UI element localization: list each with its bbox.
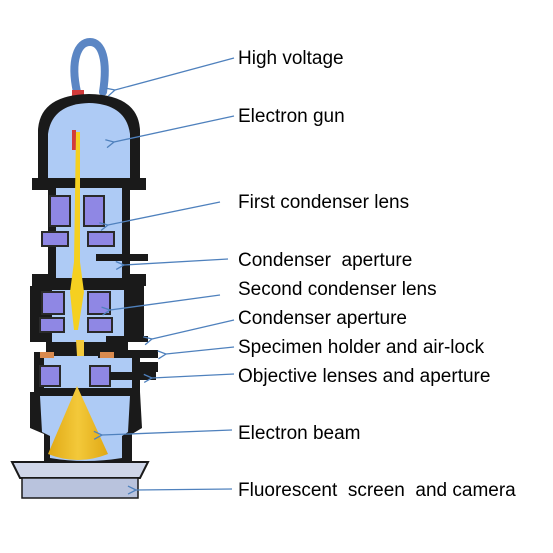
label-first-condenser-lens: First condenser lens [238,192,409,213]
first-condenser-coil-left [49,195,71,227]
electron-beam-lower [76,340,84,356]
label-high-voltage: High voltage [238,48,344,69]
label-fluorescent-screen: Fluorescent screen and camera [238,480,516,501]
label-objective-lenses: Objective lenses and aperture [238,366,490,387]
first-condenser-pole-left [41,231,69,247]
screen-plate [21,477,139,499]
arrow-specimen-holder [166,346,235,354]
arrow-condenser-aperture-2 [152,319,235,339]
label-electron-gun: Electron gun [238,106,345,127]
arrow-fluorescent-screen [136,489,233,490]
electron-gun-interior [48,103,130,180]
first-condenser-coil-right [83,195,105,227]
electron-beam-cone [48,386,108,460]
electron-beam-upper [70,132,84,330]
arrow-objective-lenses [152,373,235,378]
cable-connector [72,90,84,96]
label-condenser-aperture-1: Condenser aperture [238,250,412,271]
microscope-column [10,37,158,499]
arrow-first-condenser-lens [108,201,221,225]
condenser-aperture-2-rod [106,336,148,342]
objective-coil-left [39,365,61,387]
component-labels: High voltage Electron gun First condense… [238,48,516,501]
filament [72,130,76,150]
screen-base [10,461,150,479]
specimen-holder-accent [40,352,54,358]
arrow-condenser-aperture-1 [124,258,229,265]
arrow-second-condenser-lens [110,294,221,310]
objective-coil-right [89,365,111,387]
label-second-condenser-lens: Second condenser lens [238,279,437,300]
arrow-high-voltage [115,57,235,90]
objective-aperture-rod [110,372,156,380]
label-specimen-holder: Specimen holder and air-lock [238,337,485,358]
first-condenser-pole-right [87,231,115,247]
second-condenser-pole-right [87,317,113,333]
condenser-aperture-1-rod [96,254,148,261]
label-condenser-aperture-2: Condenser aperture [238,308,407,329]
specimen-holder-accent-right [100,352,114,358]
arrow-electron-gun [114,115,235,142]
specimen-holder-rod [98,350,158,358]
second-condenser-coil-right [87,291,111,315]
pointer-arrows [102,57,235,490]
high-voltage-cable [70,37,109,96]
second-condenser-coil-left [41,291,65,315]
second-condenser-pole-left [39,317,65,333]
label-electron-beam: Electron beam [238,423,361,444]
arrow-electron-beam [102,429,233,435]
